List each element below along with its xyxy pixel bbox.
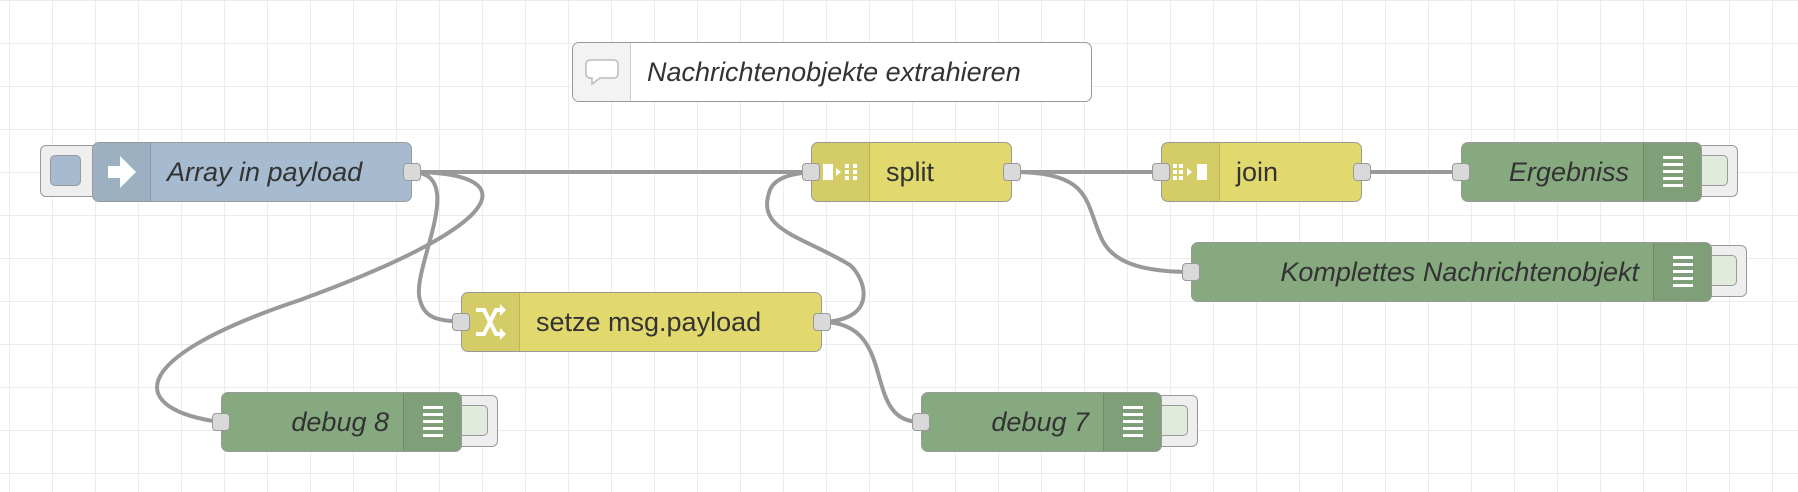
debug-8-node[interactable]: debug 8 [212,392,462,452]
join-label: join [1236,156,1279,187]
change-node[interactable]: setze msg.payload [452,292,831,352]
debug-komplett-label: Komplettes Nachrichtenobjekt [1280,256,1639,287]
split-input-port[interactable] [802,163,820,181]
debug-8-input-port[interactable] [212,413,230,431]
list-icon [1643,143,1701,201]
wire-inject-to-debug8 [155,170,485,424]
debug-ergebniss-node[interactable]: Ergebniss [1452,142,1702,202]
change-input-port[interactable] [452,313,470,331]
list-icon [1103,393,1161,451]
change-output-port[interactable] [813,313,831,331]
debug-7-label: debug 7 [991,406,1089,437]
comment-label: Nachrichtenobjekte extrahieren [647,56,1021,87]
comment-icon [573,43,631,101]
join-input-port[interactable] [1152,163,1170,181]
wire-inject-to-change [409,170,464,324]
inject-output-port[interactable] [403,163,421,181]
debug-ergebniss-label: Ergebniss [1508,156,1629,187]
arrow-right-icon [93,143,151,201]
split-icon [812,143,870,201]
debug-7-input-port[interactable] [912,413,930,431]
debug-ergebniss-input-port[interactable] [1452,163,1470,181]
join-node[interactable]: join [1152,142,1371,202]
list-icon [403,393,461,451]
change-label: setze msg.payload [536,306,762,337]
split-output-port[interactable] [1003,163,1021,181]
join-output-port[interactable] [1353,163,1371,181]
shuffle-icon [462,293,520,351]
inject-label: Array in payload [167,156,363,187]
inject-node[interactable]: Array in payload [92,142,421,202]
debug-komplett-node[interactable]: Komplettes Nachrichtenobjekt [1182,242,1712,302]
split-node[interactable]: split [802,142,1021,202]
join-icon [1162,143,1220,201]
list-icon [1653,243,1711,301]
debug-8-label: debug 8 [291,406,389,437]
wire-change-to-debug7 [820,320,922,424]
comment-node[interactable]: Nachrichtenobjekte extrahieren [572,42,1092,102]
inject-trigger-button[interactable] [40,145,100,197]
split-label: split [886,156,935,187]
debug-komplett-input-port[interactable] [1182,263,1200,281]
debug-7-node[interactable]: debug 7 [912,392,1162,452]
